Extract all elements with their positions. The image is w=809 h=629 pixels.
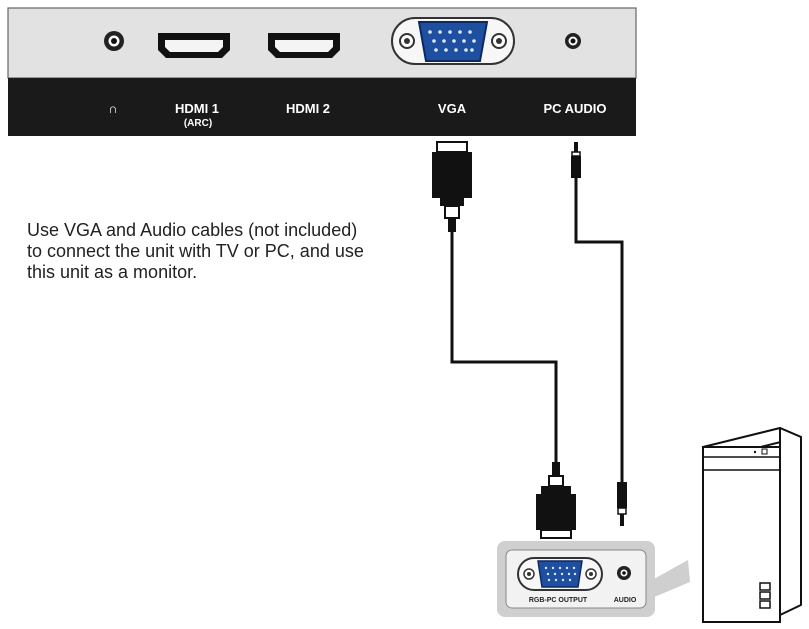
headphone-icon: ∩ [108, 101, 117, 116]
hdmi2-port [268, 33, 340, 58]
hdmi1-label: HDMI 1 [175, 101, 219, 116]
hdmi1-port [158, 33, 230, 58]
device-panel: ∩ HDMI 1 (ARC) HDMI 2 VGA PC AUDIO [7, 7, 637, 136]
pc-audio-jack [565, 33, 581, 49]
hdmi1-sublabel: (ARC) [184, 118, 212, 129]
audio-label: AUDIO [614, 597, 637, 604]
computer-tower-icon [702, 427, 802, 623]
hdmi2-label: HDMI 2 [286, 101, 330, 116]
audio-cable [571, 142, 627, 526]
pc-audio-label: PC AUDIO [543, 101, 606, 116]
vga-cable [432, 141, 576, 539]
instructions-text: Use VGA and Audio cables (not included) … [27, 220, 364, 282]
panel-label-strip [8, 78, 636, 136]
vga-port [391, 17, 515, 65]
pc-connection-panel: RGB-PC OUTPUT AUDIO [497, 541, 690, 617]
headphone-jack [104, 31, 124, 51]
rgb-pc-output-label: RGB-PC OUTPUT [529, 597, 588, 604]
vga-label: VGA [438, 101, 467, 116]
